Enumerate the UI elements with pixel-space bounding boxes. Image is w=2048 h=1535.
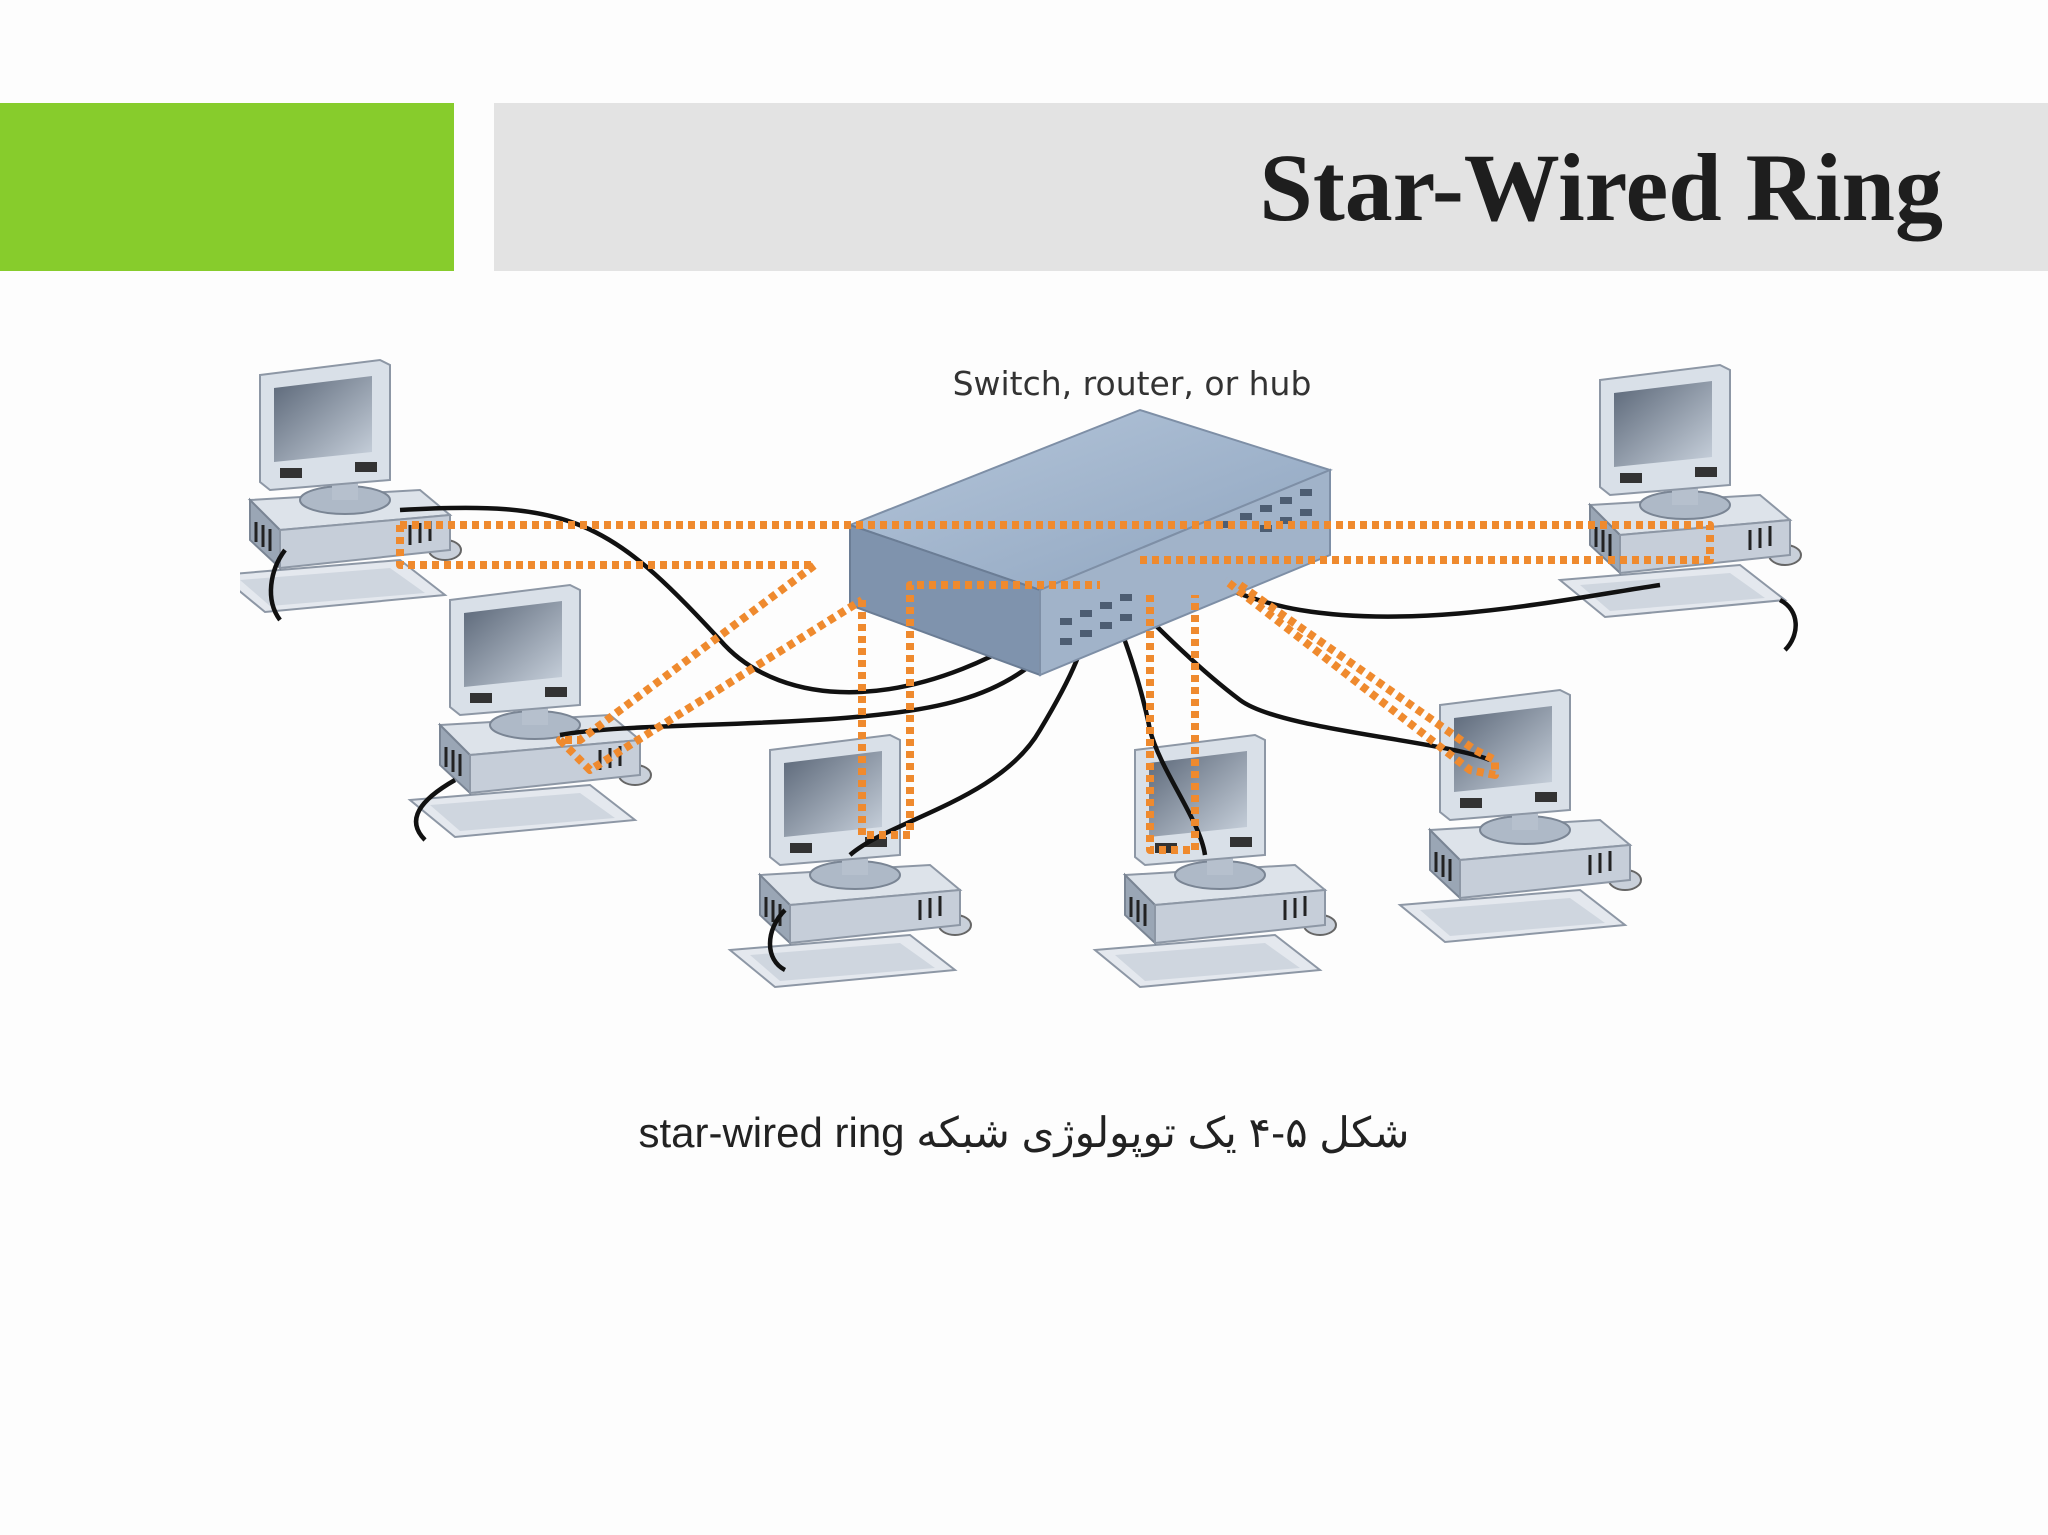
computer-6 — [1558, 363, 1803, 619]
network-switch-icon — [847, 408, 1333, 677]
cables — [268, 505, 1798, 973]
title-bar: Star-Wired Ring — [494, 103, 2048, 271]
slide-title: Star-Wired Ring — [1259, 134, 1943, 241]
hub-label: Switch, router, or hub — [953, 364, 1312, 403]
computer-3 — [728, 733, 973, 989]
ring-path — [396, 521, 1714, 854]
accent-block — [0, 103, 454, 271]
star-wired-ring-diagram: Switch, router, or hub — [240, 358, 1803, 989]
computer-4 — [1093, 733, 1338, 989]
figure-caption: شکل ۵-۴ یک توپولوژی شبکه star-wired ring — [638, 1109, 1410, 1156]
computer-5 — [1398, 688, 1643, 944]
